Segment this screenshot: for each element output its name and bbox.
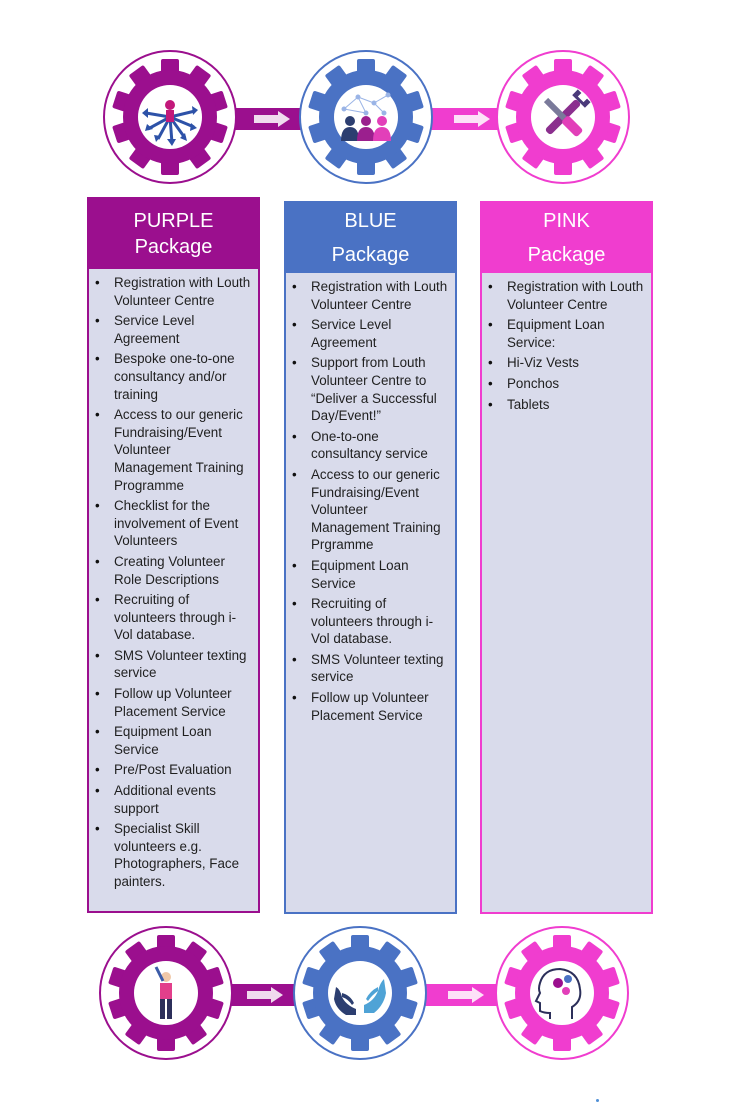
pink-package: PINK Package Registration with Louth Vol… — [480, 201, 653, 914]
list-item: Equipment Loan Service — [292, 557, 449, 592]
decorative-dot — [596, 1099, 599, 1102]
purple-gear — [103, 50, 237, 184]
list-item: Creating Volunteer Role Descriptions — [95, 553, 252, 588]
list-item: Recruiting of volunteers through i-Vol d… — [95, 591, 252, 644]
blue-gear — [299, 50, 433, 184]
package-title-line1: PINK — [543, 210, 590, 232]
pink-gear — [495, 926, 629, 1060]
volunteer-person-icon — [154, 966, 172, 1019]
list-item: Registration with Louth Volunteer Centre — [95, 274, 252, 309]
right-arrow-icon — [454, 111, 490, 127]
tools-icon — [543, 89, 591, 137]
helping-hands-icon — [334, 979, 386, 1015]
blue-package: BLUE Package Registration with Louth Vol… — [284, 201, 457, 914]
purple-package-list: Registration with Louth Volunteer Centre… — [89, 269, 258, 911]
pink-package-list: Registration with Louth Volunteer Centre… — [482, 273, 651, 912]
list-item: Specialist Skill volunteers e.g. Photogr… — [95, 820, 252, 890]
right-arrow-icon — [247, 987, 283, 1003]
right-arrow-icon — [254, 111, 290, 127]
list-item: Ponchos — [488, 375, 645, 393]
blue-package-header: BLUE Package — [286, 203, 455, 273]
list-item: Pre/Post Evaluation — [95, 761, 252, 779]
list-item: Tablets — [488, 396, 645, 414]
list-item: Access to our generic Fundraising/Event … — [292, 466, 449, 554]
list-item: Hi-Viz Vests — [488, 354, 645, 372]
package-title-line2: Package — [134, 236, 213, 258]
list-item: Recruiting of volunteers through i-Vol d… — [292, 595, 449, 648]
list-item: Access to our generic Fundraising/Event … — [95, 406, 252, 494]
network-arrows-icon — [142, 100, 198, 146]
list-item: Bespoke one-to-one consultancy and/or tr… — [95, 350, 252, 403]
purple-package-header: PURPLE Package — [89, 199, 258, 269]
list-item: Checklist for the involvement of Event V… — [95, 497, 252, 550]
list-item: Follow up Volunteer Placement Service — [95, 685, 252, 720]
list-item: Support from Louth Volunteer Centre to “… — [292, 354, 449, 424]
list-item: Service Level Agreement — [95, 312, 252, 347]
purple-package: PURPLE Package Registration with Louth V… — [87, 197, 260, 913]
list-item: Equipment Loan Service: — [488, 316, 645, 351]
package-title-line2: Package — [331, 244, 410, 266]
list-item: Follow up Volunteer Placement Service — [292, 689, 449, 724]
list-item: Equipment Loan Service — [95, 723, 252, 758]
list-item: Registration with Louth Volunteer Centre — [488, 278, 645, 313]
list-item: Service Level Agreement — [292, 316, 449, 351]
package-title-line1: BLUE — [344, 210, 397, 232]
list-item: SMS Volunteer texting service — [292, 651, 449, 686]
list-item: Additional events support — [95, 782, 252, 817]
blue-gear — [293, 926, 427, 1060]
list-item: One-to-one consultancy service — [292, 428, 449, 463]
purple-gear — [99, 926, 233, 1060]
blue-package-list: Registration with Louth Volunteer Centre… — [286, 273, 455, 912]
pink-package-header: PINK Package — [482, 203, 651, 273]
pink-gear — [496, 50, 630, 184]
list-item: SMS Volunteer texting service — [95, 647, 252, 682]
package-title-line1: PURPLE — [133, 210, 214, 232]
right-arrow-icon — [448, 987, 484, 1003]
list-item: Registration with Louth Volunteer Centre — [292, 278, 449, 313]
head-gears-icon — [534, 967, 582, 1019]
package-title-line2: Package — [527, 244, 606, 266]
team-network-icon — [341, 92, 391, 141]
